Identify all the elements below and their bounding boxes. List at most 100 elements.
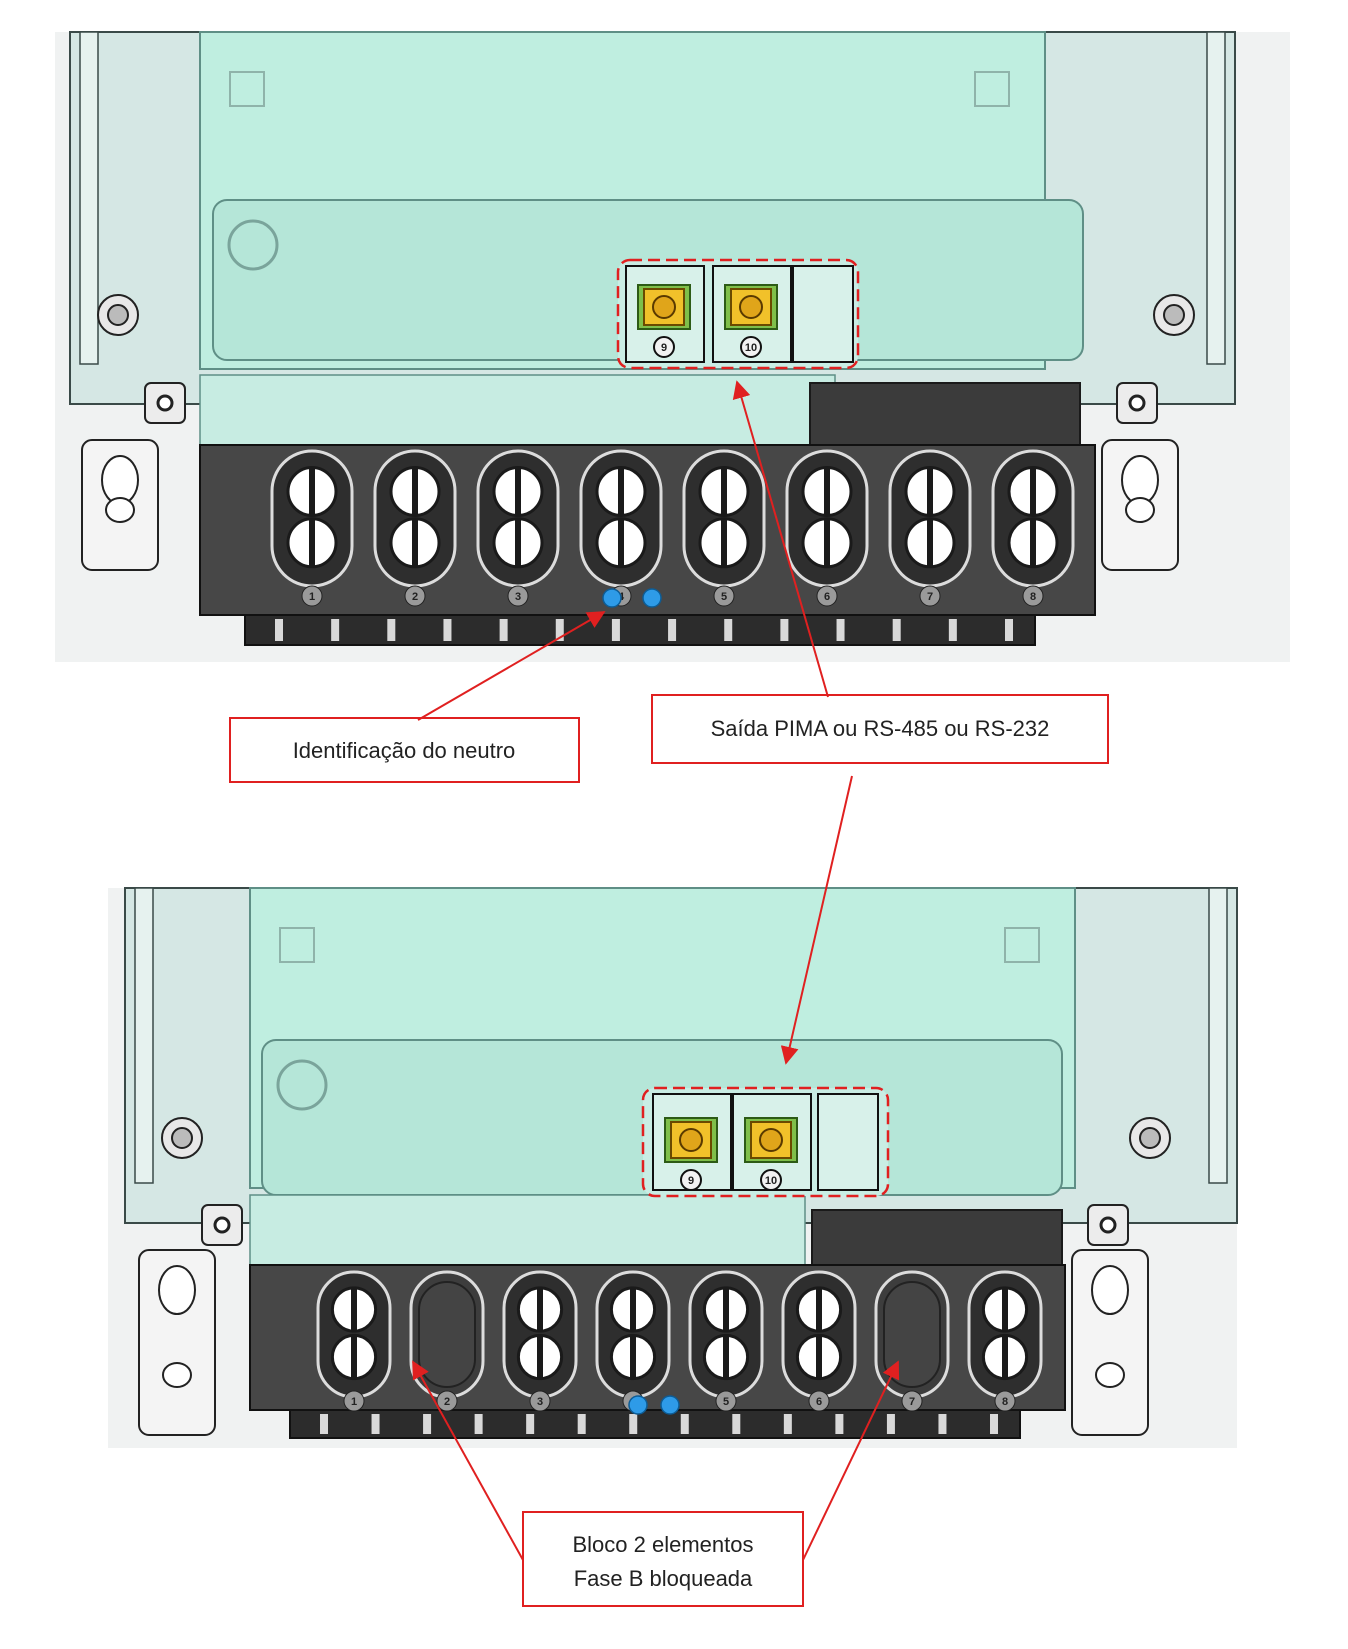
base-notch: [732, 1414, 741, 1434]
base-notch: [835, 1414, 844, 1434]
terminal-number: 1: [309, 591, 315, 603]
mounting-screw-head-1: [107, 304, 129, 326]
comm-terminal-9: 9: [625, 265, 705, 363]
cover-seal-ring: [276, 1059, 328, 1111]
screw-slot: [537, 1335, 543, 1379]
mount-hole-2: [1125, 497, 1155, 523]
terminal-number: 3: [537, 1396, 543, 1408]
base-notch: [938, 1414, 947, 1434]
terminal-8: 8: [991, 449, 1075, 607]
terminal-number-badge: [901, 1390, 923, 1412]
screw-slot: [1030, 467, 1036, 516]
base-notch: [526, 1414, 535, 1434]
terminal-number-badge: [715, 1390, 737, 1412]
mount-slot-2: [1091, 1265, 1129, 1315]
screw-slot: [351, 1335, 357, 1379]
terminal-number: 7: [927, 591, 933, 603]
base-notch: [443, 619, 452, 641]
terminal-number: 1: [351, 1396, 357, 1408]
base-notch: [371, 1414, 380, 1434]
screw-slot: [723, 1335, 729, 1379]
mounting-screw-head-2: [1163, 304, 1185, 326]
callout-neutral-label: Identificação do neutro: [293, 738, 516, 763]
mount-hole-1: [162, 1362, 192, 1388]
base-notch: [1005, 619, 1013, 641]
comm-terminal-9: 9: [652, 1093, 732, 1191]
cover-marking-left: [279, 927, 315, 963]
screw-slot: [824, 467, 830, 516]
terminal-8: 8: [967, 1270, 1043, 1412]
terminal-number-badge: [301, 585, 323, 607]
comm-terminal-number: 10: [765, 1175, 777, 1187]
callout-block-line2: Fase B bloqueada: [574, 1566, 753, 1591]
terminal-shroud: [249, 1194, 806, 1266]
terminal-number-badge: [808, 1390, 830, 1412]
arrow-output-top: [732, 380, 829, 698]
screw-slot: [515, 467, 521, 516]
base-notch: [668, 619, 677, 641]
comm-terminal-badge: [680, 1169, 702, 1191]
screw-slot: [515, 518, 521, 567]
base-notch: [783, 1414, 792, 1434]
terminal-number: 7: [909, 1396, 915, 1408]
terminal-number-badge: [529, 1390, 551, 1412]
screw-slot: [618, 467, 624, 516]
screw-slot: [816, 1335, 822, 1379]
screw-slot: [309, 467, 315, 516]
comm-terminal-screw: [739, 295, 763, 319]
base-notch: [275, 619, 283, 641]
screw-slot: [721, 518, 727, 567]
terminal-number-badge: [404, 585, 426, 607]
screw-slot: [721, 467, 727, 516]
terminal-number: 8: [1030, 591, 1036, 603]
callout-block-line1: Bloco 2 elementos: [573, 1532, 754, 1557]
callout-output-label: Saída PIMA ou RS-485 ou RS-232: [711, 716, 1050, 741]
base-notch: [474, 1414, 483, 1434]
annotations: Identificação do neutro Saída PIMA ou RS…: [229, 380, 1109, 1607]
comm-terminal-badge: [760, 1169, 782, 1191]
terminal-1: 1: [316, 1270, 392, 1412]
lug-hole-2: [1099, 1216, 1117, 1234]
terminal-number: 2: [444, 1396, 450, 1408]
comm-terminal-number: 9: [688, 1175, 694, 1187]
meter-panel-top: 12345678910: [55, 31, 1290, 662]
terminal-number-badge: [919, 585, 941, 607]
mount-slot-1: [158, 1265, 196, 1315]
cover-marking-left: [229, 71, 265, 107]
terminal-number-badge: [507, 585, 529, 607]
terminal-block-base: [244, 614, 1036, 646]
comm-terminal-screw: [759, 1128, 783, 1152]
mount-slot-1: [101, 455, 139, 505]
mount-slot-2: [1121, 455, 1159, 505]
base-notch: [836, 619, 845, 641]
lug-hole-1: [156, 394, 174, 412]
callout-neutral-identification: Identificação do neutro: [229, 717, 580, 783]
terminal-number: 8: [1002, 1396, 1008, 1408]
base-notch: [780, 619, 789, 641]
base-notch: [611, 619, 620, 641]
arrow-blocked-2: [412, 1360, 524, 1561]
screw-slot: [351, 1287, 357, 1332]
screw-slot: [824, 518, 830, 567]
terminal-3: 3: [476, 449, 560, 607]
terminal-4: 4: [595, 1270, 671, 1412]
mount-hole-2: [1095, 1362, 1125, 1388]
screw-slot: [618, 518, 624, 567]
terminal-number-badge: [816, 585, 838, 607]
base-notch: [331, 619, 340, 641]
terminal-number-badge: [436, 1390, 458, 1412]
neutral-dot-1: [628, 1395, 648, 1415]
base-notch: [499, 619, 508, 641]
terminal-7: 7: [888, 449, 972, 607]
mounting-screw-head-1: [171, 1127, 193, 1149]
neutral-dot-2: [642, 588, 662, 608]
terminal-number: 3: [515, 591, 521, 603]
comm-terminal-badge: [740, 336, 762, 358]
terminal-1: 1: [270, 449, 354, 607]
terminal-2: 2: [409, 1270, 485, 1412]
neutral-dot-2: [660, 1395, 680, 1415]
terminal-block-base: [289, 1409, 1021, 1439]
terminal-number-badge: [343, 1390, 365, 1412]
terminal-2: 2: [373, 449, 457, 607]
screw-slot: [630, 1287, 636, 1332]
